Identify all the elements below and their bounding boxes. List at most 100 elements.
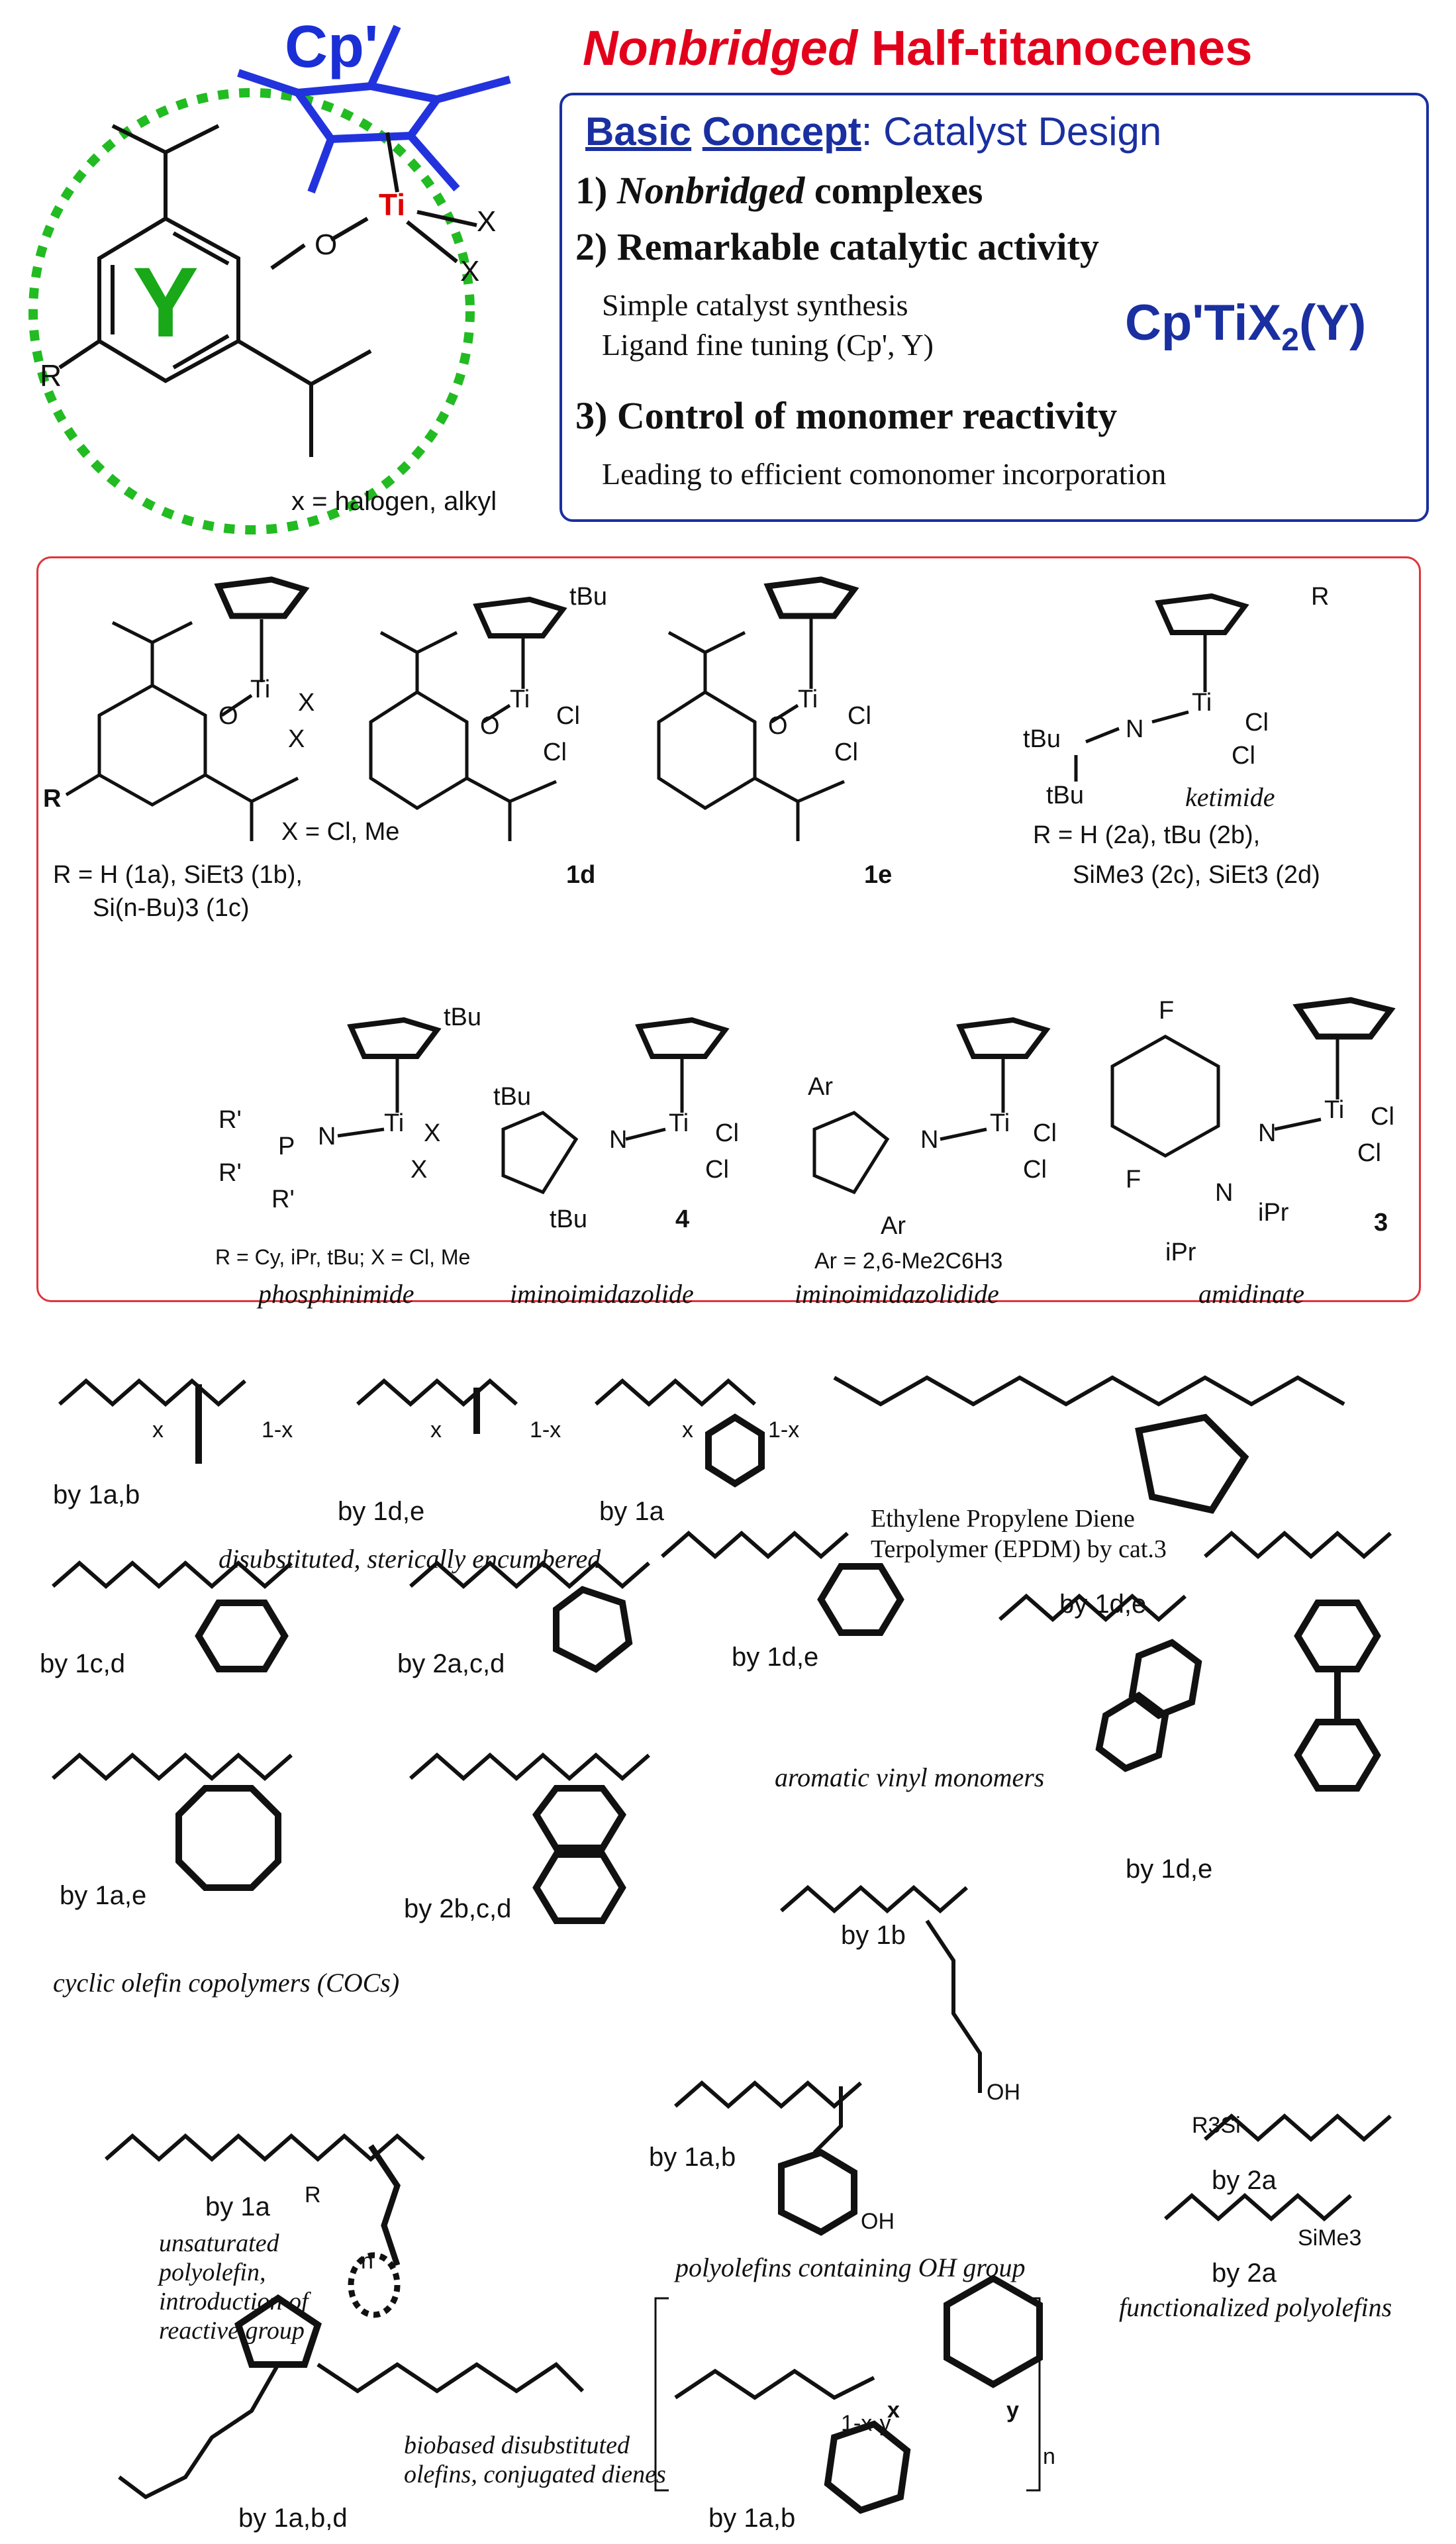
polymer-13-catalyst: by 1a,b [649,2143,736,2172]
caption-aromatic: aromatic vinyl monomers [775,1762,1045,1792]
y-ligand-dashed-circle [28,88,475,534]
catalyst-2-r-line1: R = H (2a), tBu (2b), [1033,821,1261,849]
polymer-16-catalyst: by 1a,b,d [238,2504,348,2533]
polymer-4-catalyst: by 1c,d [40,1649,125,1678]
atom-n: N [609,1126,628,1154]
atom-n: N [920,1126,939,1154]
atom-ti: Ti [250,676,271,703]
polymer-17-catalyst: by 1a,b [708,2504,796,2533]
polymer-2-catalyst: by 1d,e [338,1497,425,1526]
caption-biobased: biobased disubstituted olefins, conjugat… [404,2431,666,2488]
atom-o: O [480,712,500,740]
atom-cl: Cl [1357,1139,1381,1167]
atom-r-prime: R' [218,1106,242,1134]
atom-ti: Ti [990,1109,1010,1137]
atom-n: N [1258,1119,1277,1147]
polymer-8-catalyst: by 1a,e [60,1881,147,1910]
polymer-6-catalyst: by 1d,e [732,1643,819,1672]
catalyst-box [36,556,1421,1302]
sub-x: x [887,2398,900,2423]
catalyst-1d-label: 1d [566,861,596,889]
oh-group: OH [987,2080,1020,2105]
sub-1-x: 1-x [530,1417,561,1443]
polymer-12-catalyst: by 1a [205,2192,270,2221]
atom-cl: Cl [1245,709,1269,737]
amidinate-label: amidinate [1198,1279,1304,1309]
o-atom-label: O [315,229,338,261]
catalyst-1e-label: 1e [864,861,893,889]
caption-disubstituted: disubstituted, sterically encumbered [218,1544,601,1574]
atom-ti: Ti [798,686,818,713]
atom-cl: Cl [705,1156,729,1184]
sub-n: n [361,2249,373,2274]
concept-item-3: 3) Control of monomer reactivity [575,394,1118,437]
atom-ar: Ar [808,1073,833,1101]
atom-r-prime: R' [271,1186,295,1213]
caption-unsaturated: unsaturated polyolefin, introduction of … [159,2229,309,2345]
atom-ipr: iPr [1165,1239,1196,1266]
sub-1-x: 1-x [262,1417,293,1443]
atom-cl: Cl [1033,1119,1057,1147]
atom-p: P [278,1133,295,1160]
phosphinimide-r-def: R = Cy, iPr, tBu; X = Cl, Me [215,1245,471,1269]
x-definition: x = halogen, alkyl [291,487,497,516]
atom-cl: Cl [1023,1156,1047,1184]
atom-ti: Ti [510,686,530,713]
caption-functionalized: functionalized polyolefins [1119,2292,1392,2322]
concept-sub-2b: Ligand fine tuning (Cp', Y) [602,328,934,362]
atom-x: X [298,689,315,717]
atom-r-prime: R' [218,1159,242,1187]
iminoimidazolide-label: iminoimidazolide [510,1279,694,1309]
concept-box: Basic Concept: Catalyst Design 1) Nonbri… [559,93,1429,522]
sub-y: y [1006,2398,1019,2423]
concept-sub-2a: Simple catalyst synthesis [602,288,908,322]
x-atom-label-1: X [477,205,497,238]
atom-x: X [288,725,305,753]
polymer-10-catalyst: by 1d,e [1126,1855,1213,1884]
atom-cl: Cl [543,738,567,766]
atom-ipr: iPr [1258,1199,1289,1227]
iminoimidazolidide-label: iminoimidazolidide [795,1279,999,1309]
catalyst-1-x-def: X = Cl, Me [281,818,400,846]
atom-cl: Cl [848,702,871,730]
sub-1-x: 1-x [768,1417,800,1443]
atom-x: X [411,1156,428,1184]
concept-item-1: 1) Nonbridged complexes [575,169,983,212]
atom-o: O [768,712,788,740]
atom-ti: Ti [384,1109,405,1137]
catalyst-4-label: 4 [675,1205,690,1233]
atom-cl: Cl [715,1119,739,1147]
ar-definition: Ar = 2,6-Me2C6H3 [814,1248,1003,1274]
atom-o: O [218,702,238,730]
sub-x: x [682,1417,693,1443]
sime3-group: SiMe3 [1298,2225,1362,2251]
sub-x: x [430,1417,442,1443]
ti-atom-label: Ti [379,187,406,222]
r-substituent-label: R [40,358,62,393]
catalyst-structures [65,576,1396,1195]
atom-cl: Cl [834,738,858,766]
concept-heading: Basic Concept: Catalyst Design [585,109,1162,154]
sub-1-x-y: 1-x-y [841,2411,891,2436]
atom-tbu: tBu [444,1003,482,1031]
polymer-14-catalyst: by 2a [1212,2166,1277,2195]
atom-n: N [318,1123,336,1150]
atom-tbu: tBu [1023,725,1061,753]
polymer-9-catalyst: by 2b,c,d [404,1894,512,1923]
atom-ti: Ti [1192,689,1212,717]
atom-ar: Ar [881,1212,906,1240]
concept-sub-3: Leading to efficient comonomer incorpora… [602,457,1167,491]
page-title: Nonbridged Half-titanocenes [583,21,1253,76]
polymer-15-catalyst: by 2a [1212,2259,1277,2288]
epdm-label: Ethylene Propylene Diene Terpolymer (EPD… [871,1505,1167,1563]
ketimide-label: ketimide [1185,782,1275,812]
oh-group: OH [861,2209,895,2234]
atom-ti: Ti [669,1109,689,1137]
cp-prime-label: Cp' [285,14,379,80]
polymer-1-catalyst: by 1a,b [53,1480,140,1509]
atom-x: X [424,1119,441,1147]
catalyst-3-label: 3 [1374,1209,1388,1237]
polymer-11-catalyst: by 1b [841,1921,906,1950]
atom-ti: Ti [1324,1096,1345,1124]
